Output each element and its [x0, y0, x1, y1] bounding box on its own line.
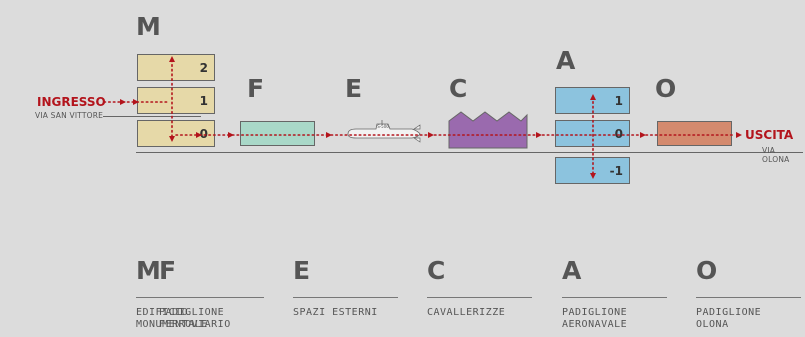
legend-text-O: PADIGLIONE OLONA — [696, 307, 762, 330]
visitor-route — [103, 56, 742, 179]
floor-number: -1 — [609, 163, 623, 178]
legend-text-M: EDIFICIO MONUMENTALE — [136, 307, 208, 330]
legend-letter-E: E — [293, 256, 311, 285]
exit-street: VIA OLONA — [762, 146, 790, 164]
building-C[interactable] — [448, 111, 528, 149]
legend-letter-M: M — [136, 256, 161, 285]
legend-letter-A: A — [562, 256, 582, 285]
legend-text-F: PADIGLIONE FERROVIARIO — [159, 307, 231, 330]
legend-rule — [159, 297, 264, 298]
floor-number: 1 — [199, 93, 208, 108]
legend-letter-C: C — [427, 256, 446, 285]
legend-text-C: CAVALLERIZZE — [427, 307, 506, 318]
entrance-street: VIA SAN VITTORE — [35, 111, 104, 120]
building-M-floor-0[interactable]: 0 — [137, 120, 215, 147]
floor-number: 2 — [199, 60, 208, 75]
submarine-label: S-506 — [377, 124, 389, 129]
legend-rule — [427, 297, 532, 298]
building-letter-M: M — [136, 12, 161, 41]
legend-text-A: PADIGLIONE AERONAVALE — [562, 307, 628, 330]
legend-letter-O: O — [696, 256, 718, 285]
floor-number: 1 — [614, 93, 623, 108]
building-letter-O: O — [655, 74, 677, 103]
building-letter-C: C — [449, 74, 468, 103]
building-letter-E: E — [345, 74, 363, 103]
building-F[interactable] — [240, 121, 315, 146]
building-letter-F: F — [247, 74, 265, 103]
legend-letter-F: F — [159, 256, 177, 285]
building-O[interactable] — [657, 121, 732, 146]
entrance-floor-line — [103, 116, 201, 117]
legend-rule — [562, 297, 667, 298]
legend-rule — [293, 297, 398, 298]
building-A-floor-minus1[interactable]: -1 — [555, 157, 630, 184]
legend-text-E: SPAZI ESTERNI — [293, 307, 378, 318]
floor-number: 0 — [614, 126, 623, 141]
legend-rule — [696, 297, 801, 298]
building-M-floor-2[interactable]: 2 — [137, 54, 215, 81]
ground-line — [136, 152, 803, 153]
entrance-label: INGRESSO — [37, 95, 106, 109]
building-M-floor-1[interactable]: 1 — [137, 87, 215, 114]
building-A-floor-1[interactable]: 1 — [555, 87, 630, 114]
floor-number: 0 — [199, 126, 208, 141]
exit-label: USCITA — [745, 128, 794, 142]
building-letter-A: A — [556, 46, 576, 75]
